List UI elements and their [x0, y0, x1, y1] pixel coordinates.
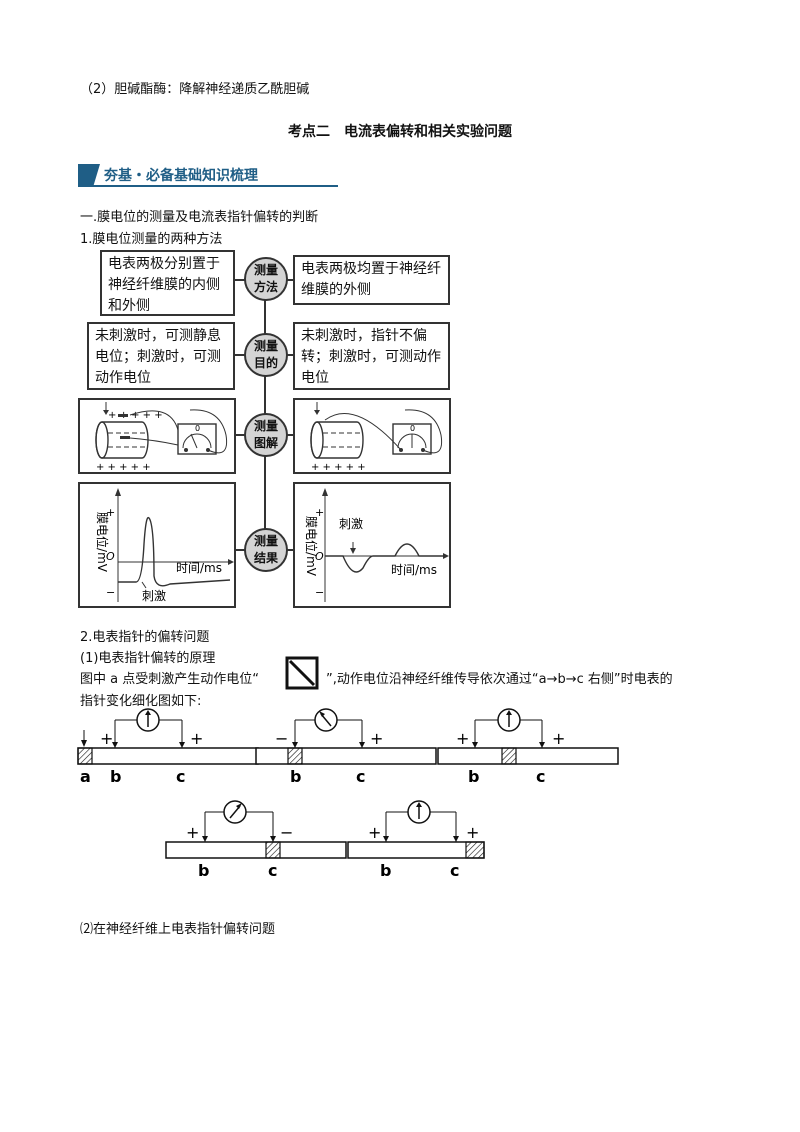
- section-heading: 考点二 电流表偏转和相关实验问题: [288, 124, 512, 140]
- box-left-purpose: 未刺激时，可测静息电位；刺激时，可测动作电位: [87, 322, 235, 390]
- banner: 夯基・必备基础知识梳理: [78, 164, 338, 187]
- fig4-minus-c: −: [280, 823, 293, 842]
- right-graph-xlabel: 时间/ms: [391, 563, 437, 577]
- fig1-label-a: a: [80, 767, 91, 786]
- left-meter-zero: 0: [195, 424, 200, 433]
- principle-text-b: ”,动作电位沿神经纤维传导依次通过“a→b→c 右侧”时电表的: [326, 672, 673, 687]
- left-graph-stim: 刺激: [142, 589, 166, 603]
- left-graph-minus: −: [106, 586, 115, 599]
- right-graph-stim: 刺激: [339, 517, 363, 531]
- fig3-label-c: c: [536, 767, 545, 786]
- left-graph-xlabel: 时间/ms: [176, 561, 222, 575]
- circle-diagram-l2: 图解: [253, 436, 278, 450]
- left-membrane-plus-bottom: + + + + +: [96, 462, 151, 472]
- circle-purpose-l1: 测量: [253, 339, 278, 353]
- fig1-label-b: b: [110, 767, 121, 786]
- circle-result: 测量 结果: [244, 528, 288, 572]
- fig2-minus-b: −: [275, 729, 288, 748]
- right-graph-plus: +: [315, 506, 324, 519]
- circle-diagram: 测量 图解: [244, 413, 288, 457]
- figure-1: + + a b c: [77, 708, 259, 786]
- fig5-label-c: c: [450, 861, 459, 880]
- fig1-label-c: c: [176, 767, 185, 786]
- box-right-method: 电表两极均置于神经纤维膜的外侧: [293, 255, 450, 305]
- left-setup-panel: + + + + + + + + + + 0: [78, 398, 236, 474]
- figure-4: + − b c: [165, 800, 347, 880]
- fig1-plus-b: +: [100, 729, 113, 748]
- section-2-2-title: ⑵在神经纤维上电表指针偏转问题: [80, 922, 276, 937]
- section-2-1-title: (1)电表指针偏转的原理: [80, 651, 216, 666]
- fig2-label-b: b: [290, 767, 301, 786]
- circle-method-l1: 测量: [253, 263, 278, 277]
- box-right-purpose: 未刺激时，指针不偏转；刺激时，可测动作电位: [293, 322, 450, 390]
- fig2-plus-c: +: [370, 729, 383, 748]
- left-potential-graph: + − O 时间/ms 膜电位/mV 刺激: [95, 488, 234, 603]
- figure-2: − + b c: [255, 708, 437, 786]
- left-graph-plus: +: [106, 506, 115, 519]
- right-graph-ylabel: 膜电位/mV: [304, 516, 319, 577]
- right-potential-graph: + − O 时间/ms 膜电位/mV 刺激: [304, 488, 449, 602]
- principle-text-c: 指针变化细化图如下:: [80, 694, 202, 709]
- fig2-label-c: c: [356, 767, 365, 786]
- left-graph-panel: + − O 时间/ms 膜电位/mV 刺激: [78, 482, 236, 608]
- right-graph-origin: O: [315, 550, 324, 563]
- circle-diagram-l1: 测量: [253, 419, 278, 433]
- right-setup-panel: + + + + + 0: [293, 398, 451, 474]
- fig5-plus-b: +: [368, 823, 381, 842]
- left-membrane-plus-top: + + + + +: [108, 410, 163, 421]
- box-left-method: 电表两极分别置于神经纤维膜的内侧和外侧: [100, 250, 235, 316]
- fig4-plus-b: +: [186, 823, 199, 842]
- figure-3: + + b c: [437, 708, 619, 786]
- circle-purpose: 测量 目的: [244, 333, 288, 377]
- left-graph-origin: O: [106, 550, 115, 563]
- left-setup-illustration: + + + + + + + + + + 0: [95, 402, 228, 473]
- fig3-plus-b: +: [456, 729, 469, 748]
- circle-method-l2: 方法: [253, 280, 278, 294]
- circle-result-l1: 测量: [253, 534, 278, 548]
- principle-text-a: 图中 a 点受刺激产生动作电位“: [80, 672, 259, 687]
- section-2-title: 2.电表指针的偏转问题: [80, 630, 210, 645]
- right-setup-illustration: + + + + + 0: [310, 402, 443, 473]
- circle-purpose-l2: 目的: [253, 356, 278, 370]
- left-graph-ylabel: 膜电位/mV: [95, 512, 110, 573]
- meter-deflection-figures: + + a b c − + b c + + b c: [77, 708, 619, 880]
- right-meter-zero: 0: [410, 424, 415, 433]
- fig4-label-c: c: [268, 861, 277, 880]
- fig4-label-b: b: [198, 861, 209, 880]
- fig3-label-b: b: [468, 767, 479, 786]
- right-graph-panel: + − O 时间/ms 膜电位/mV 刺激: [293, 482, 451, 608]
- circle-result-l2: 结果: [253, 551, 278, 565]
- section-1-1-title: 1.膜电位测量的两种方法: [80, 232, 223, 247]
- intro-line: （2）胆碱酯酶：降解神经递质乙酰胆碱: [80, 82, 310, 97]
- fig5-label-b: b: [380, 861, 391, 880]
- figure-5: + + b c: [347, 800, 485, 880]
- banner-marker: [78, 164, 100, 186]
- right-graph-minus: −: [315, 586, 324, 599]
- fig3-plus-c: +: [552, 729, 565, 748]
- banner-label: 夯基・必备基础知识梳理: [104, 168, 258, 184]
- right-membrane-plus-bottom: + + + + +: [311, 462, 366, 472]
- section-1-title: 一.膜电位的测量及电流表指针偏转的判断: [80, 210, 319, 225]
- fig5-plus-c: +: [466, 823, 479, 842]
- fig1-plus-c: +: [190, 729, 203, 748]
- hatched-square-icon: [285, 656, 319, 690]
- banner-underline: [78, 185, 338, 187]
- circle-method: 测量 方法: [244, 257, 288, 301]
